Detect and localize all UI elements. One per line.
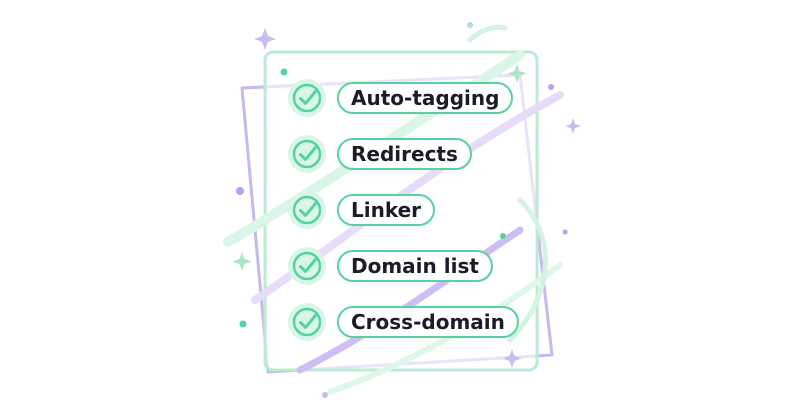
checkmark-icon [288,135,326,173]
checklist-item-label: Auto-tagging [337,82,514,114]
checklist-item: Redirects [287,134,472,174]
checkmark-icon [288,191,326,229]
checklist-item-label: Redirects [337,138,472,170]
checklist-item: Cross-domain [287,302,519,342]
checklist-item: Linker [287,190,436,230]
checklist-item-label: Cross-domain [337,306,519,338]
checkmark-icon [288,303,326,341]
checkmark-icon [288,247,326,285]
checklist-item-label: Linker [337,194,436,226]
checkmark-icon [288,79,326,117]
checklist-item-label: Domain list [337,250,493,282]
checklist-item: Auto-tagging [287,78,514,118]
checklist-item: Domain list [287,246,493,286]
sparkles [232,22,581,398]
